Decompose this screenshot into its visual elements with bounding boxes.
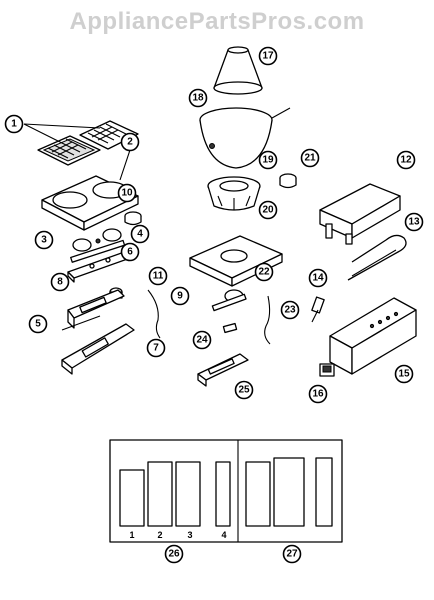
trim-label-3: 3 xyxy=(187,530,192,540)
callout-24[interactable]: 24 xyxy=(192,330,212,350)
trim-panels-26[interactable] xyxy=(119,461,231,527)
callout-number: 10 xyxy=(121,188,133,199)
part-wok-tray[interactable] xyxy=(197,353,249,387)
part-switch-16[interactable] xyxy=(319,363,335,377)
callout-27[interactable]: 27 xyxy=(282,544,302,564)
callout-8[interactable]: 8 xyxy=(50,272,70,292)
callout-7[interactable]: 7 xyxy=(146,338,166,358)
callout-number: 8 xyxy=(57,277,63,288)
callout-number: 15 xyxy=(398,369,410,380)
part-burner-assembly[interactable] xyxy=(70,228,126,263)
part-wire-9[interactable] xyxy=(147,289,161,339)
callout-23[interactable]: 23 xyxy=(280,300,300,320)
callout-number: 11 xyxy=(153,271,164,282)
callout-number: 16 xyxy=(312,389,324,400)
callout-3[interactable]: 3 xyxy=(34,230,54,250)
part-wok-base[interactable] xyxy=(189,235,283,287)
callout-number: 12 xyxy=(400,155,412,166)
callout-11[interactable]: 11 xyxy=(148,266,168,286)
part-knob-10[interactable] xyxy=(124,211,142,226)
trim-panels-27[interactable] xyxy=(245,457,333,527)
callout-18[interactable]: 18 xyxy=(188,88,208,108)
callout-number: 25 xyxy=(238,385,250,396)
callout-number: 13 xyxy=(408,217,420,228)
part-griddle[interactable] xyxy=(319,183,401,245)
callout-12[interactable]: 12 xyxy=(396,150,416,170)
part-lower-tray[interactable] xyxy=(61,323,135,375)
callout-number: 22 xyxy=(258,267,270,278)
callout-number: 19 xyxy=(262,155,274,166)
callout-26[interactable]: 26 xyxy=(164,544,184,564)
part-wok-burner[interactable] xyxy=(211,289,247,312)
part-wok-bowl[interactable] xyxy=(199,107,291,169)
watermark-logo-text: AppliancePartsPros.com xyxy=(69,8,365,35)
part-wok-ring[interactable] xyxy=(207,176,261,211)
leader-2 xyxy=(119,149,131,181)
callout-number: 17 xyxy=(262,51,274,62)
callout-number: 23 xyxy=(284,305,296,316)
trim-label-2: 2 xyxy=(157,530,162,540)
callout-number: 26 xyxy=(168,549,180,560)
part-burner-box[interactable] xyxy=(329,297,417,375)
callout-17[interactable]: 17 xyxy=(258,46,278,66)
callout-4[interactable]: 4 xyxy=(130,224,150,244)
callout-6[interactable]: 6 xyxy=(120,242,140,262)
callout-16[interactable]: 16 xyxy=(308,384,328,404)
part-u-tube-burner[interactable] xyxy=(347,234,407,281)
callout-number: 4 xyxy=(137,229,143,240)
part-knob-21[interactable] xyxy=(279,173,297,189)
callout-number: 24 xyxy=(196,335,208,346)
callout-19[interactable]: 19 xyxy=(258,150,278,170)
callout-number: 5 xyxy=(35,319,41,330)
callout-number: 7 xyxy=(153,343,159,354)
callout-25[interactable]: 25 xyxy=(234,380,254,400)
callout-number: 1 xyxy=(11,119,17,130)
callout-number: 20 xyxy=(262,205,274,216)
callout-number: 27 xyxy=(286,549,298,560)
callout-number: 3 xyxy=(41,235,47,246)
callout-2[interactable]: 2 xyxy=(120,132,140,152)
callout-13[interactable]: 13 xyxy=(404,212,424,232)
leader-1b xyxy=(23,123,101,129)
callout-number: 6 xyxy=(127,247,133,258)
callout-number: 2 xyxy=(127,137,133,148)
callout-15[interactable]: 15 xyxy=(394,364,414,384)
callout-22[interactable]: 22 xyxy=(254,262,274,282)
leader-1a xyxy=(23,123,61,143)
callout-5[interactable]: 5 xyxy=(28,314,48,334)
part-igniter-24[interactable] xyxy=(222,322,238,334)
callout-21[interactable]: 21 xyxy=(300,148,320,168)
callout-number: 18 xyxy=(192,93,204,104)
callout-number: 21 xyxy=(304,153,316,164)
callout-10[interactable]: 10 xyxy=(117,183,137,203)
callout-9[interactable]: 9 xyxy=(170,286,190,306)
part-cone-lid[interactable] xyxy=(213,46,263,95)
trim-label-1: 1 xyxy=(129,530,134,540)
callout-number: 9 xyxy=(177,291,183,302)
part-grates[interactable] xyxy=(37,120,139,166)
part-burner-plate[interactable] xyxy=(41,175,139,231)
callout-14[interactable]: 14 xyxy=(308,268,328,288)
trim-label-4: 4 xyxy=(221,530,226,540)
part-electrode[interactable] xyxy=(311,296,325,323)
callout-number: 14 xyxy=(312,273,324,284)
callout-20[interactable]: 20 xyxy=(258,200,278,220)
part-burner-tray[interactable] xyxy=(61,289,125,331)
part-wire-23[interactable] xyxy=(264,295,271,345)
callout-1[interactable]: 1 xyxy=(4,114,24,134)
